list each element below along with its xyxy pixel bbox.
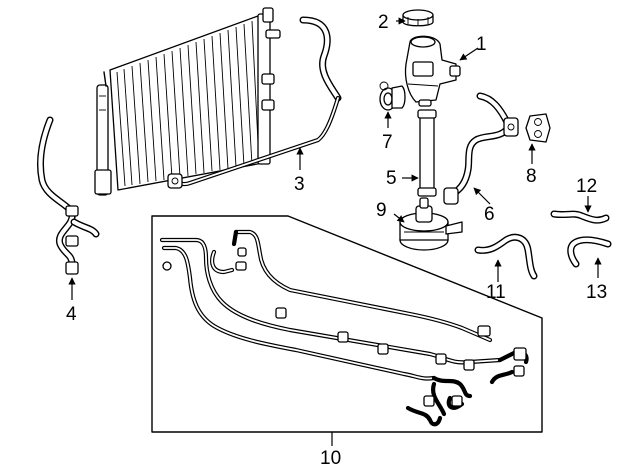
upper-radiator-hose bbox=[167, 16, 342, 189]
callout-11: 11 bbox=[486, 282, 506, 303]
callout-10: 10 bbox=[320, 448, 341, 469]
callout-8: 8 bbox=[526, 166, 537, 187]
coolant-hose-13 bbox=[567, 236, 612, 268]
reservoir-outlet-hose bbox=[417, 109, 437, 197]
auxiliary-water-pump bbox=[399, 197, 463, 251]
coolant-hose-12 bbox=[550, 210, 610, 224]
callout-5: 5 bbox=[386, 168, 397, 189]
callout-1: 1 bbox=[476, 34, 487, 55]
callout-labels: 1 2 3 4 5 6 7 8 9 10 11 12 13 bbox=[66, 12, 607, 469]
callout-13: 13 bbox=[586, 282, 607, 303]
coolant-reservoir bbox=[404, 35, 461, 107]
callout-12: 12 bbox=[576, 176, 597, 197]
coolant-hose-11 bbox=[474, 233, 538, 280]
callout-9: 9 bbox=[376, 200, 387, 221]
formed-coolant-hose bbox=[443, 92, 519, 205]
callout-2: 2 bbox=[378, 12, 389, 33]
callout-4: 4 bbox=[66, 304, 77, 325]
callout-6: 6 bbox=[484, 204, 495, 225]
flange-gasket bbox=[525, 113, 551, 143]
hose-clamp-fitting bbox=[379, 81, 406, 111]
callout-7: 7 bbox=[382, 132, 393, 153]
radiator-assembly bbox=[94, 7, 281, 196]
callout-3: 3 bbox=[294, 174, 305, 195]
reservoir-cap bbox=[402, 9, 434, 27]
lower-radiator-hose bbox=[36, 116, 100, 275]
leader-lines bbox=[68, 17, 602, 446]
cooling-pipe-assembly bbox=[151, 215, 543, 433]
